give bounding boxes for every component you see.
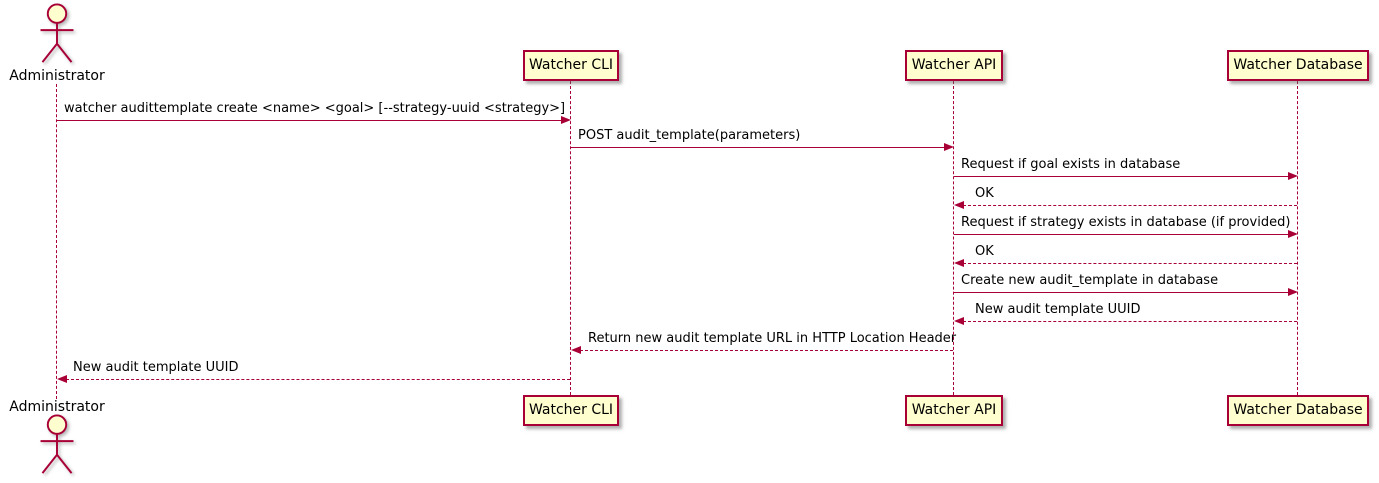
participant-watcher-cli-top: Watcher CLI — [523, 50, 619, 81]
actor-name-bottom: Administrator — [9, 399, 105, 415]
actor-icon — [40, 414, 74, 474]
message-9-line — [580, 350, 953, 351]
arrowhead-right-icon — [1288, 288, 1298, 296]
arrowhead-left-icon — [954, 201, 964, 209]
message-1-label: watcher audittemplate create <name> <goa… — [64, 101, 566, 116]
arrowhead-left-icon — [954, 259, 964, 267]
actor-name-top: Administrator — [9, 68, 105, 84]
message-9-label: Return new audit template URL in HTTP Lo… — [588, 331, 957, 346]
arrowhead-left-icon — [57, 375, 67, 383]
actor-icon — [40, 3, 74, 63]
lifeline-watcher-cli — [570, 81, 571, 395]
arrowhead-left-icon — [954, 317, 964, 325]
message-10-line — [66, 379, 570, 380]
lifeline-watcher-api — [953, 81, 954, 395]
message-3-line — [954, 176, 1288, 177]
message-3-label: Request if goal exists in database — [961, 157, 1181, 172]
participant-watcher-database-bottom: Watcher Database — [1227, 395, 1369, 426]
arrowhead-left-icon — [571, 346, 581, 354]
message-4-line — [963, 205, 1297, 206]
message-8-line — [963, 321, 1297, 322]
message-7-label: Create new audit_template in database — [961, 273, 1219, 288]
lifeline-watcher-database — [1297, 81, 1298, 395]
message-5-line — [954, 234, 1288, 235]
message-2-line — [571, 147, 944, 148]
message-2-label: POST audit_template(parameters) — [578, 128, 801, 143]
message-1-line — [57, 120, 562, 121]
participant-watcher-api-bottom: Watcher API — [905, 395, 1003, 426]
message-7-line — [954, 292, 1288, 293]
arrowhead-right-icon — [1288, 230, 1298, 238]
arrowhead-right-icon — [561, 116, 571, 124]
message-10-label: New audit template UUID — [73, 360, 239, 375]
participant-watcher-cli-bottom: Watcher CLI — [523, 395, 619, 426]
message-4-label: OK — [975, 186, 994, 201]
arrowhead-right-icon — [944, 143, 954, 151]
message-6-label: OK — [975, 244, 994, 259]
lifeline-administrator — [56, 84, 57, 399]
participant-watcher-database-top: Watcher Database — [1227, 50, 1369, 81]
message-5-label: Request if strategy exists in database (… — [961, 215, 1291, 230]
message-8-label: New audit template UUID — [975, 302, 1141, 317]
participant-watcher-api-top: Watcher API — [905, 50, 1003, 81]
message-6-line — [963, 263, 1297, 264]
arrowhead-right-icon — [1288, 172, 1298, 180]
